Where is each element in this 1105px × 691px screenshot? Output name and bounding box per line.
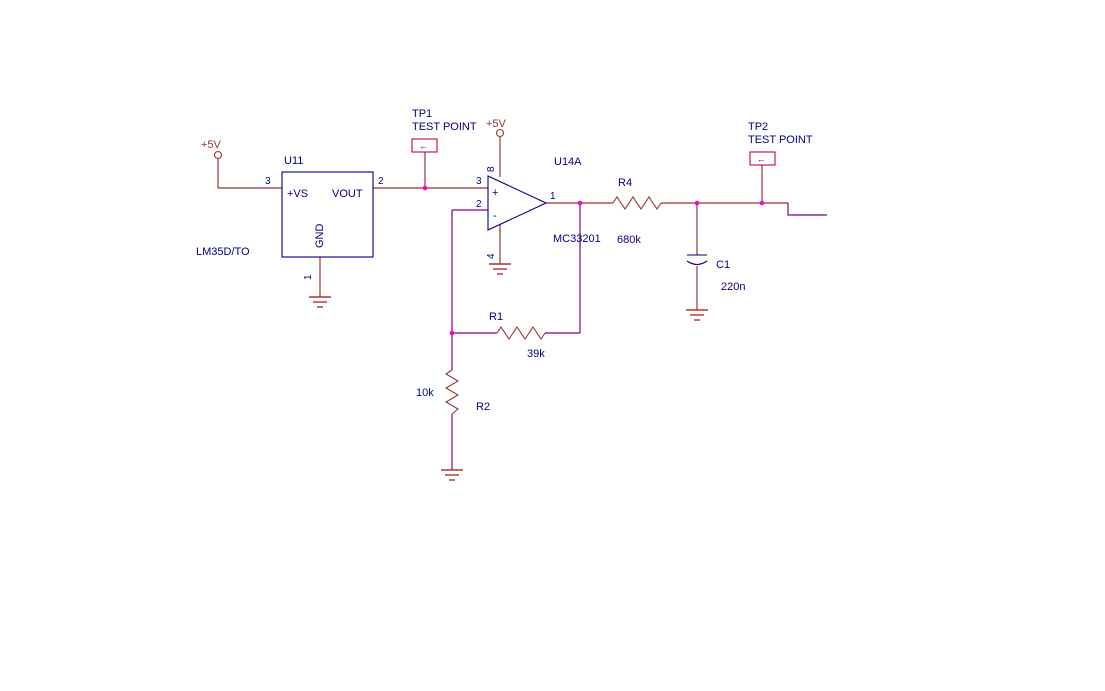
junction-dot <box>694 200 700 206</box>
ground-symbol-u11 <box>309 296 331 308</box>
r1-body <box>496 326 546 340</box>
tp2-ref: TP2 <box>748 121 768 133</box>
wire-net-red <box>217 136 788 310</box>
tp2-testpoint: TP2 TEST POINT ← <box>748 121 813 166</box>
power-label: +5V <box>486 118 507 130</box>
c1-ref: C1 <box>716 259 730 271</box>
c1-plate-bottom <box>686 260 708 266</box>
wire-net-purple <box>451 203 827 470</box>
junction-dot <box>577 200 583 206</box>
power-5v-opamp: +5V <box>486 118 507 138</box>
u11-pin1-number: 1 <box>303 274 314 280</box>
u11-pin-gnd-label: GND <box>314 224 326 249</box>
u11-part-number: LM35D/TO <box>196 246 250 258</box>
power-label: +5V <box>201 139 222 151</box>
c1-value: 220n <box>721 281 745 293</box>
u11-ref: U11 <box>284 155 303 167</box>
r2-ref: R2 <box>476 401 490 413</box>
u11-pin-vout-label: VOUT <box>332 188 363 200</box>
u11-pin-vs-label: +VS <box>287 188 308 200</box>
junction-dot <box>422 185 428 191</box>
ground-symbol-c1 <box>686 309 708 321</box>
junction-dot <box>449 330 455 336</box>
opamp-pin4-number: 4 <box>486 253 497 259</box>
r1-value: 39k <box>527 348 545 360</box>
u11-body <box>281 171 374 258</box>
power-5v-left: +5V <box>201 139 223 160</box>
r2-value: 10k <box>416 387 434 399</box>
tp1-body <box>411 138 438 153</box>
r2-resistor: 10k R2 <box>416 369 490 415</box>
tp1-ref: TP1 <box>412 108 432 120</box>
ground-symbol-r2 <box>441 469 463 481</box>
r1-ref: R1 <box>489 311 503 323</box>
tp1-label: TEST POINT <box>412 121 477 133</box>
opamp-pin8-number: 8 <box>486 166 497 172</box>
r1-resistor: R1 39k <box>489 311 546 360</box>
u11-lm35-sensor: U11 +VS VOUT GND 3 2 1 LM35D/TO <box>196 155 384 280</box>
wire-segment <box>787 203 827 216</box>
opamp-part-number: MC33201 <box>553 233 601 245</box>
r4-resistor: R4 680k <box>612 177 662 246</box>
testpoint-arrow-icon: ← <box>419 141 428 151</box>
r4-body <box>612 196 662 210</box>
u11-pin3-number: 3 <box>265 176 271 187</box>
tp2-label: TEST POINT <box>748 134 813 146</box>
u14a-opamp: U14A MC33201 + - 3 2 8 4 1 <box>476 156 601 259</box>
ground-symbol-opamp <box>489 263 511 275</box>
opamp-ref: U14A <box>554 156 582 168</box>
opamp-pin2-number: 2 <box>476 199 482 210</box>
u11-pin2-number: 2 <box>378 176 384 187</box>
testpoint-arrow-icon: ← <box>757 154 766 164</box>
r2-body <box>444 369 460 415</box>
r4-value: 680k <box>617 234 641 246</box>
power-terminal-icon <box>213 150 223 160</box>
opamp-pin1-number: 1 <box>550 191 556 202</box>
opamp-inv-mark: - <box>493 210 497 222</box>
opamp-body <box>487 175 548 231</box>
tp2-body <box>749 151 776 166</box>
opamp-noninv-mark: + <box>492 187 498 199</box>
tp1-testpoint: TP1 TEST POINT ← <box>411 108 477 153</box>
c1-capacitor: C1 220n <box>686 254 745 293</box>
opamp-pin3-number: 3 <box>476 176 482 187</box>
power-terminal-icon <box>495 128 505 138</box>
r4-ref: R4 <box>618 177 632 189</box>
junction-dots <box>422 185 765 336</box>
junction-dot <box>759 200 765 206</box>
